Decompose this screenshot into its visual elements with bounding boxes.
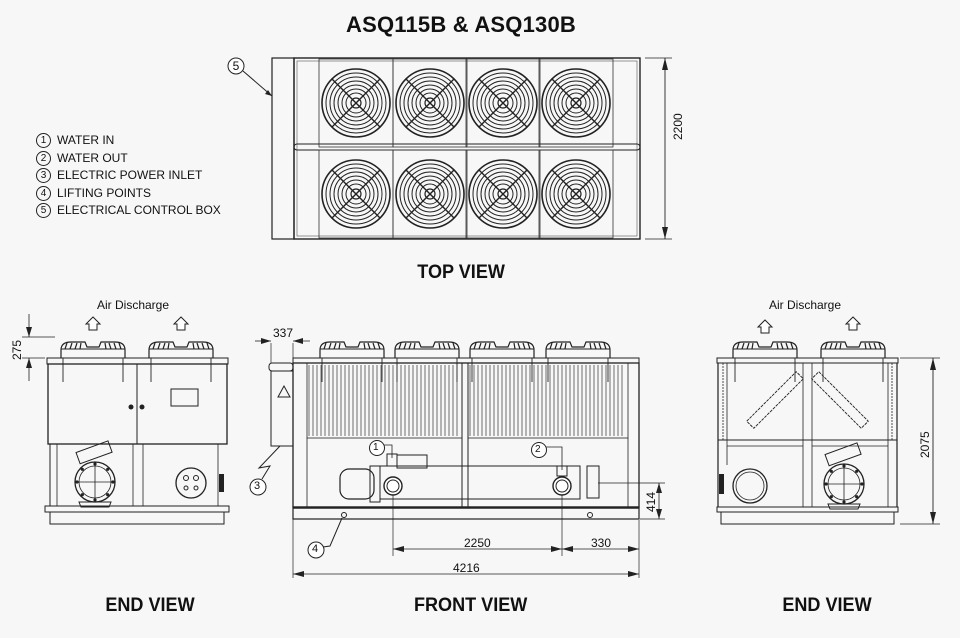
end-view-right	[716, 316, 940, 525]
callout-1-label: 1	[373, 442, 379, 453]
legend-item-control-box: 5 ELECTRICAL CONTROL BOX	[36, 202, 221, 220]
legend-label: WATER OUT	[57, 150, 128, 165]
callout-3-label: 3	[254, 480, 261, 492]
legend-item-power-inlet: 3 ELECTRIC POWER INLET	[36, 167, 221, 185]
callout-3: 3	[36, 168, 51, 184]
end-view-left	[22, 314, 230, 525]
front-view	[249, 338, 665, 578]
dimension-4216: 4216	[453, 561, 480, 575]
legend-label: LIFTING POINTS	[57, 185, 152, 200]
drawing-title: ASQ115B & ASQ130B	[346, 12, 577, 37]
dimension-2075: 2075	[918, 431, 932, 458]
callout-1: 1	[36, 133, 51, 149]
dimension-337: 337	[273, 326, 294, 340]
top-view-label: TOP VIEW	[417, 262, 505, 283]
callout-4: 4	[36, 185, 51, 201]
air-discharge-label-left: Air Discharge	[97, 298, 170, 312]
callout-2-label: 2	[535, 444, 541, 455]
legend-label: ELECTRIC POWER INLET	[57, 168, 203, 182]
top-view	[227, 57, 672, 240]
legend-label: ELECTRICAL CONTROL BOX	[57, 203, 221, 217]
front-view-label: FRONT VIEW	[413, 595, 528, 616]
air-discharge-label-right: Air Discharge	[769, 298, 842, 312]
end-view-right-label: END VIEW	[782, 595, 872, 616]
callout-5: 5	[36, 203, 51, 219]
dimension-2250: 2250	[464, 536, 491, 550]
legend-label: WATER IN	[57, 133, 115, 147]
dimension-330: 330	[591, 536, 612, 550]
legend: 1 WATER IN 2 WATER OUT 3 ELECTRIC POWER INL…	[36, 132, 221, 220]
legend-item-water-out: 2 WATER OUT	[36, 150, 221, 168]
legend-item-lifting-points: 4 LIFTING POINTS	[36, 185, 221, 203]
dimension-414: 414	[644, 491, 658, 512]
dimension-2200: 2200	[671, 113, 685, 140]
callout-4-label: 4	[312, 543, 319, 555]
dimension-275: 275	[10, 339, 24, 360]
end-view-left-label: END VIEW	[105, 595, 195, 616]
callout-5-label: 5	[232, 59, 240, 73]
callout-2: 2	[36, 150, 51, 166]
legend-item-water-in: 1 WATER IN	[36, 132, 221, 150]
